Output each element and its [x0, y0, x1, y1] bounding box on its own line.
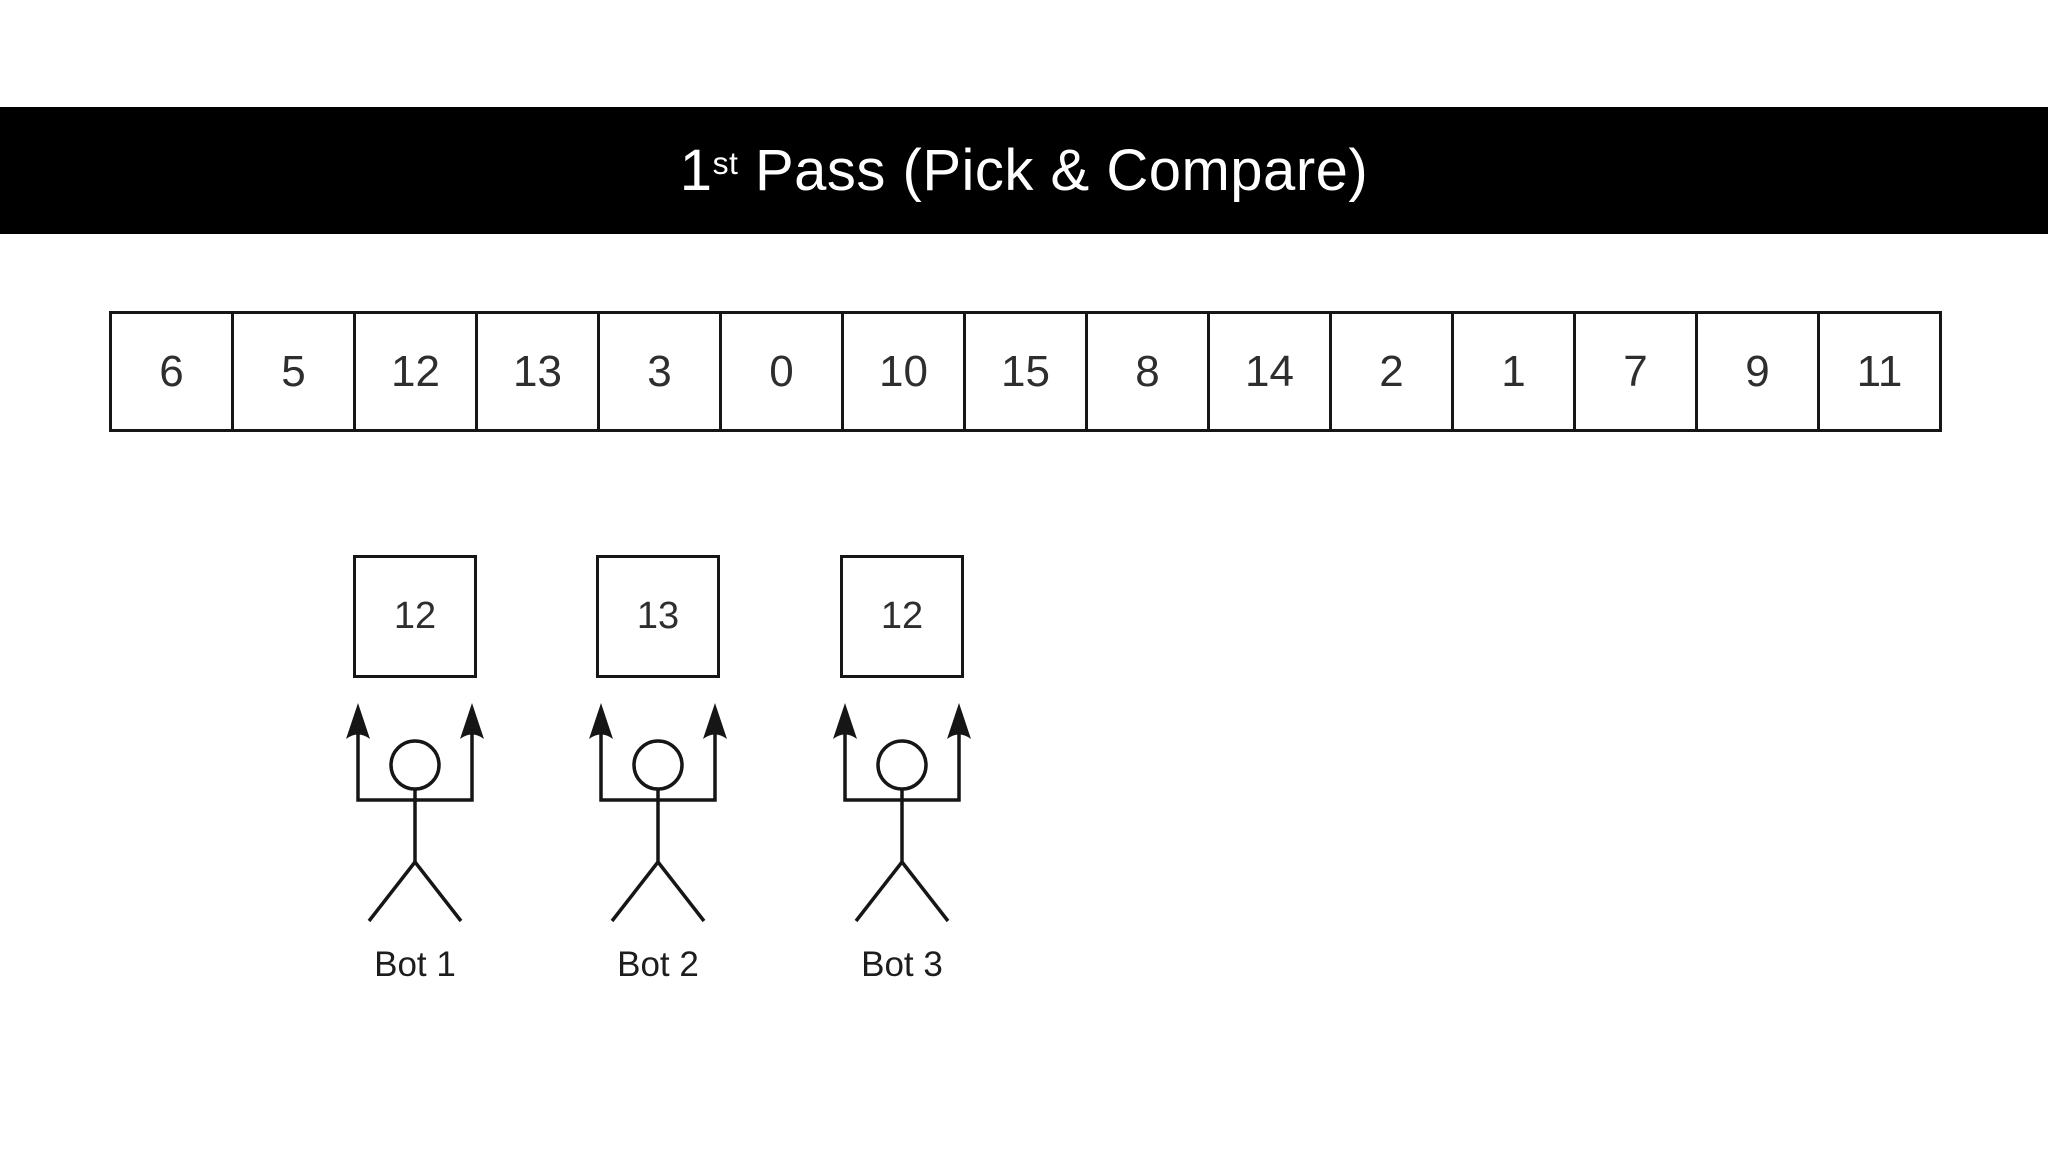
bot-head	[876, 739, 928, 791]
left-up-arrow-icon	[589, 703, 613, 739]
array-cell: 6	[109, 311, 234, 432]
bot-right-leg	[656, 860, 706, 923]
bot-1: 12 Bot 1	[335, 555, 495, 1005]
array-cell: 12	[353, 311, 478, 432]
bot-left-leg	[367, 860, 417, 923]
held-value-box: 12	[353, 555, 477, 678]
array-cell: 11	[1817, 311, 1942, 432]
array-cell: 15	[963, 311, 1088, 432]
bot-label: Bot 1	[374, 945, 456, 984]
array-cell: 8	[1085, 311, 1210, 432]
array-cell: 13	[475, 311, 600, 432]
right-up-arrow-icon	[460, 703, 484, 739]
bot-left-leg	[610, 860, 660, 923]
bot-label: Bot 3	[861, 945, 943, 984]
title-rest: Pass (Pick & Compare)	[738, 138, 1369, 203]
right-up-arrow-icon	[703, 703, 727, 739]
bot-left-leg	[854, 860, 904, 923]
bot-figure-icon	[589, 703, 727, 923]
right-up-arrow-icon	[947, 703, 971, 739]
bot-right-leg	[413, 860, 463, 923]
array-cell: 14	[1207, 311, 1332, 432]
bot-head	[632, 739, 684, 791]
array-cell: 1	[1451, 311, 1576, 432]
page-title: 1st Pass (Pick & Compare)	[680, 137, 1368, 204]
array-cell: 5	[231, 311, 356, 432]
bot-right-leg	[900, 860, 950, 923]
array-cell: 3	[597, 311, 722, 432]
title-number: 1	[679, 138, 713, 203]
held-value-box: 12	[840, 555, 964, 678]
title-superscript: st	[712, 145, 739, 182]
array-cell: 0	[719, 311, 844, 432]
bot-figure-icon	[833, 703, 971, 923]
left-up-arrow-icon	[833, 703, 857, 739]
array-cell: 7	[1573, 311, 1698, 432]
bot-2: 13 Bot 2	[578, 555, 738, 1005]
array-cell: 9	[1695, 311, 1820, 432]
array-cell: 10	[841, 311, 966, 432]
bot-3: 12 Bot 3	[822, 555, 982, 1005]
bot-figure-icon	[346, 703, 484, 923]
title-banner: 1st Pass (Pick & Compare)	[0, 107, 2048, 234]
array-cell: 2	[1329, 311, 1454, 432]
bot-head	[389, 739, 441, 791]
bot-label: Bot 2	[617, 945, 699, 984]
number-array: 6 5 12 13 3 0 10 15 8 14 2 1 7 9 11	[109, 311, 1942, 432]
left-up-arrow-icon	[346, 703, 370, 739]
held-value-box: 13	[596, 555, 720, 678]
